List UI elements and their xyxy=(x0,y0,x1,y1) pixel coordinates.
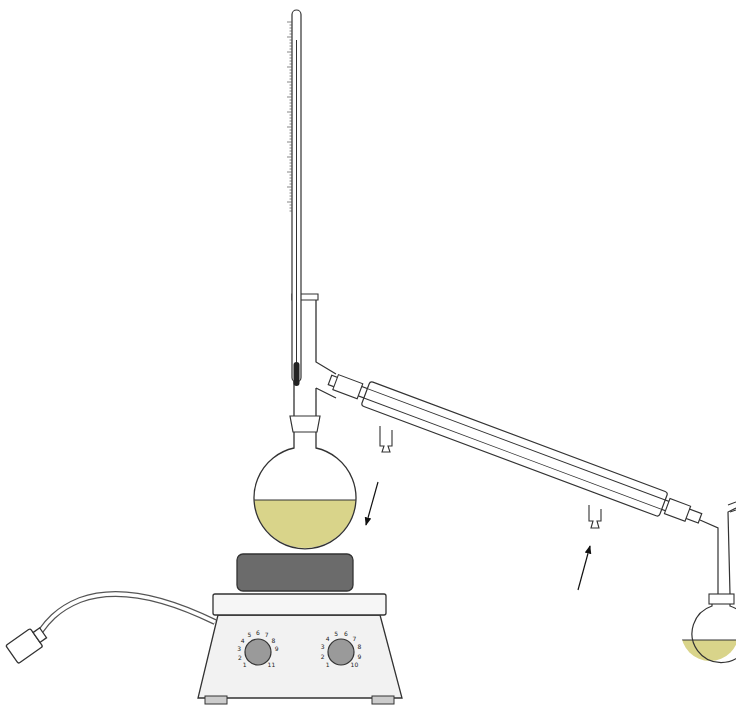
receiver xyxy=(680,502,736,670)
scale-tick xyxy=(290,139,293,140)
scale-tick xyxy=(290,88,293,89)
water-inlet-outlet xyxy=(380,426,601,528)
dial-number: 8 xyxy=(271,638,275,644)
dial-number: 4 xyxy=(241,638,245,644)
scale-tick xyxy=(290,178,293,179)
scale-tick xyxy=(290,25,293,26)
dial-number: 8 xyxy=(357,644,361,650)
scale-tick xyxy=(290,49,293,50)
scale-tick xyxy=(287,82,292,83)
scale-tick xyxy=(290,166,293,167)
scale-tick xyxy=(287,187,292,188)
scale-tick xyxy=(290,163,293,164)
condenser xyxy=(325,368,704,531)
scale-tick xyxy=(290,115,293,116)
scale-tick xyxy=(287,202,292,203)
scale-tick xyxy=(290,211,293,212)
flow-arrow xyxy=(366,482,378,525)
scale-tick xyxy=(290,61,293,62)
scale-tick xyxy=(290,130,293,131)
scale-tick xyxy=(287,127,292,128)
scale-tick xyxy=(290,91,293,92)
scale-tick xyxy=(287,22,292,23)
scale-tick xyxy=(290,34,293,35)
dial-number: 6 xyxy=(256,630,260,636)
dial-number: 5 xyxy=(247,632,251,638)
scale-tick xyxy=(290,199,293,200)
scale-tick xyxy=(287,157,292,158)
scale-tick xyxy=(290,103,293,104)
flow-arrow xyxy=(578,546,590,590)
scale-tick xyxy=(290,145,293,146)
dial-number: 9 xyxy=(357,654,361,660)
dial-number: 6 xyxy=(344,631,348,637)
scale-tick xyxy=(290,151,293,152)
dial-number: 1 xyxy=(326,662,330,668)
hot-plate xyxy=(198,554,402,704)
scale-tick xyxy=(290,70,293,71)
scale-tick xyxy=(290,190,293,191)
scale-tick xyxy=(290,205,293,206)
thermometer xyxy=(287,10,301,386)
scale-tick xyxy=(290,40,293,41)
dial-number: 5 xyxy=(334,631,338,637)
scale-tick xyxy=(290,193,293,194)
dial-number: 9 xyxy=(275,646,279,652)
scale-tick xyxy=(290,181,293,182)
scale-tick xyxy=(290,76,293,77)
scale-tick xyxy=(290,184,293,185)
scale-tick xyxy=(290,73,293,74)
scale-tick xyxy=(287,142,292,143)
dial-number: 2 xyxy=(238,655,242,661)
scale-tick xyxy=(290,136,293,137)
scale-tick xyxy=(290,79,293,80)
dial-number: 10 xyxy=(351,662,359,668)
scale-tick xyxy=(287,67,292,68)
scale-tick xyxy=(290,43,293,44)
dial-number: 3 xyxy=(237,646,241,652)
dial-number: 11 xyxy=(268,662,276,668)
scale-tick xyxy=(290,133,293,134)
scale-tick xyxy=(290,55,293,56)
scale-tick xyxy=(290,28,293,29)
dial-number: 1 xyxy=(243,662,247,668)
dial-number: 7 xyxy=(265,632,269,638)
scale-tick xyxy=(287,37,292,38)
scale-tick xyxy=(287,97,292,98)
dial-number: 2 xyxy=(321,654,325,660)
scale-tick xyxy=(290,58,293,59)
scale-tick xyxy=(287,52,292,53)
scale-tick xyxy=(290,46,293,47)
scale-tick xyxy=(290,106,293,107)
scale-tick xyxy=(287,172,292,173)
scale-tick xyxy=(290,94,293,95)
boiling-flask xyxy=(250,416,360,560)
dial-number: 4 xyxy=(326,636,330,642)
scale-tick xyxy=(290,154,293,155)
scale-tick xyxy=(290,85,293,86)
scale-tick xyxy=(290,160,293,161)
power-cord xyxy=(6,594,215,664)
scale-tick xyxy=(290,109,293,110)
scale-tick xyxy=(290,64,293,65)
scale-tick xyxy=(290,148,293,149)
scale-tick xyxy=(290,31,293,32)
scale-tick xyxy=(290,100,293,101)
scale-tick xyxy=(290,124,293,125)
dial-number: 3 xyxy=(321,644,325,650)
scale-tick xyxy=(290,121,293,122)
scale-tick xyxy=(290,208,293,209)
scale-tick xyxy=(290,175,293,176)
scale-tick xyxy=(290,169,293,170)
scale-tick xyxy=(290,196,293,197)
dial-number: 7 xyxy=(353,636,357,642)
scale-tick xyxy=(287,112,292,113)
scale-tick xyxy=(290,118,293,119)
